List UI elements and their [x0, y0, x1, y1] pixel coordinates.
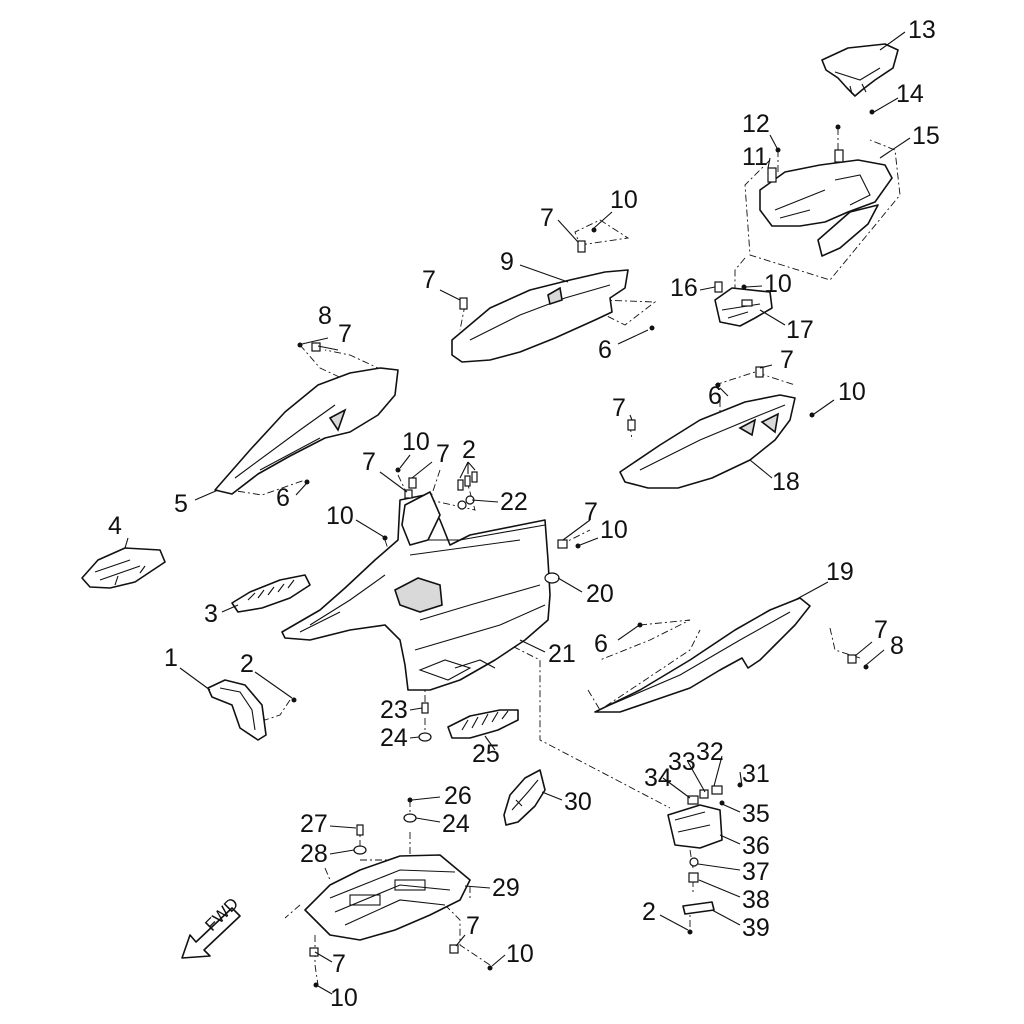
front-guard-1 [207, 679, 267, 741]
callout-35: 35 [742, 800, 770, 828]
skid-plate-29 [304, 854, 471, 941]
callout-7-b: 7 [422, 266, 436, 294]
callout-24-a: 24 [380, 724, 408, 752]
callout-12: 12 [742, 110, 770, 138]
hardware [291, 109, 875, 988]
assembly-lines [228, 128, 901, 986]
callout-7-a: 7 [540, 204, 554, 232]
callout-numbers: 13 14 15 12 11 10 7 9 7 16 10 17 6 8 7 7… [108, 16, 940, 1012]
callout-39: 39 [742, 914, 770, 942]
taillight-36 [667, 804, 723, 849]
callout-8-b: 8 [890, 632, 904, 660]
callout-8-a: 8 [318, 302, 332, 330]
callout-6-c: 6 [276, 484, 290, 512]
callout-32: 32 [696, 738, 724, 766]
callout-19: 19 [826, 558, 854, 586]
callout-33: 33 [668, 748, 696, 776]
callout-38: 38 [742, 886, 770, 914]
callout-5: 5 [174, 490, 188, 518]
callout-26: 26 [444, 782, 472, 810]
callout-22: 22 [500, 488, 528, 516]
callout-21: 21 [548, 640, 576, 668]
callout-13: 13 [908, 16, 936, 44]
callout-10-h: 10 [330, 984, 358, 1012]
callout-6-b: 6 [708, 382, 722, 410]
callout-7-k: 7 [332, 950, 346, 978]
callout-10-g: 10 [506, 940, 534, 968]
callout-23: 23 [380, 696, 408, 724]
forward-direction-arrow: FWD [181, 894, 242, 959]
callout-9: 9 [500, 248, 514, 276]
callout-10-e: 10 [600, 516, 628, 544]
callout-17: 17 [786, 316, 814, 344]
callout-6-d: 6 [594, 630, 608, 658]
callout-2-a: 2 [462, 436, 476, 464]
callout-2-b: 2 [240, 650, 254, 678]
callout-10-a: 10 [610, 186, 638, 214]
footrest-3 [231, 574, 311, 613]
side-panel-5 [214, 367, 399, 495]
side-panel-18 [619, 394, 796, 489]
callout-25: 25 [472, 740, 500, 768]
callout-10-c: 10 [838, 378, 866, 406]
callout-31: 31 [742, 760, 770, 788]
callout-10-b: 10 [764, 270, 792, 298]
callout-3: 3 [204, 600, 218, 628]
callout-7-c: 7 [338, 320, 352, 348]
bracket-17 [714, 287, 773, 327]
callout-14: 14 [896, 80, 924, 108]
side-panel-19 [594, 597, 811, 713]
callout-29: 29 [492, 874, 520, 902]
footrest-25 [447, 709, 519, 739]
callout-7-g: 7 [362, 448, 376, 476]
callout-10-d: 10 [402, 428, 430, 456]
callout-24-b: 24 [442, 810, 470, 838]
callout-37: 37 [742, 858, 770, 886]
leader-lines [124, 31, 911, 995]
callout-7-f: 7 [436, 440, 450, 468]
callout-7-j: 7 [466, 912, 480, 940]
callout-15: 15 [912, 122, 940, 150]
callout-7-d: 7 [780, 346, 794, 374]
center-body-21 [281, 491, 551, 691]
callout-6-a: 6 [598, 336, 612, 364]
callout-30: 30 [564, 788, 592, 816]
seat-cushion-13 [821, 43, 899, 97]
callout-16: 16 [670, 274, 698, 302]
callout-28: 28 [300, 840, 328, 868]
side-panel-9 [451, 269, 629, 363]
callout-2-c: 2 [642, 898, 656, 926]
light-bracket-4 [81, 547, 166, 589]
seat-base-15 [759, 149, 893, 257]
callout-36: 36 [742, 832, 770, 860]
callout-20: 20 [586, 580, 614, 608]
callout-7-h: 7 [584, 498, 598, 526]
callout-4: 4 [108, 512, 122, 540]
callout-18: 18 [772, 468, 800, 496]
callout-7-i: 7 [874, 616, 888, 644]
fender-piece-30 [503, 769, 546, 826]
callout-10-f: 10 [326, 502, 354, 530]
callout-7-e: 7 [612, 394, 626, 422]
callout-11: 11 [742, 143, 768, 171]
callout-34: 34 [644, 764, 672, 792]
plate-bracket-39 [682, 901, 715, 915]
callout-27: 27 [300, 810, 328, 838]
callout-1: 1 [164, 644, 178, 672]
